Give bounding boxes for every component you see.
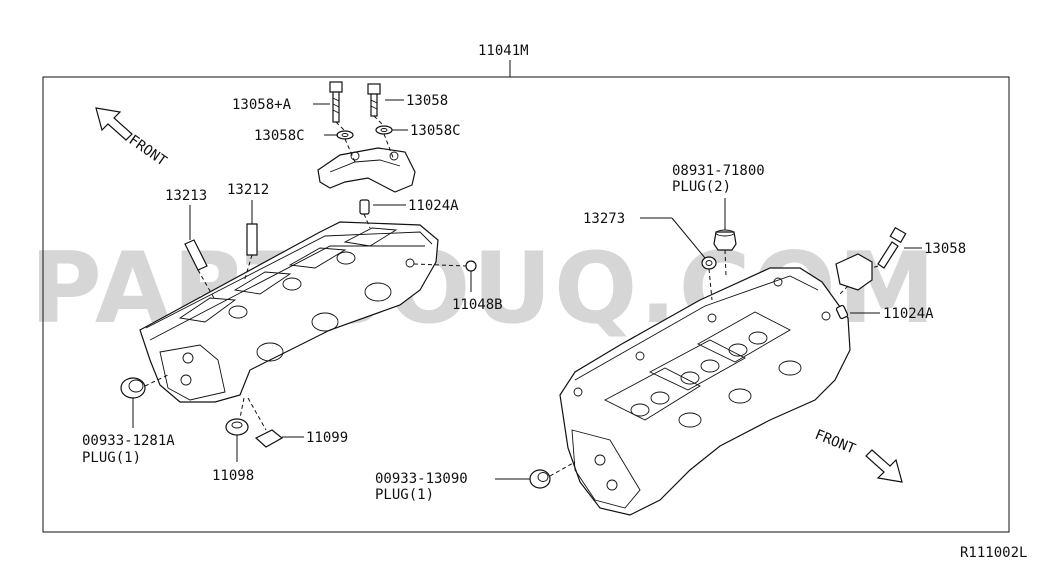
- washer-13058C-right: [375, 125, 393, 135]
- label-13058-right: 13058: [924, 241, 966, 257]
- label-13213: 13213: [165, 188, 207, 204]
- diagram-frame: [42, 76, 1010, 533]
- assembly-part-number: 11041M: [478, 43, 529, 59]
- bracket-right: [835, 253, 873, 291]
- front-label-left: FRONT: [126, 132, 170, 170]
- dowel-11024A-right: [835, 304, 849, 320]
- seal-11098: [225, 418, 249, 436]
- label-11048B: 11048B: [452, 297, 503, 313]
- bolt-13058A: [329, 81, 343, 123]
- label-13058C-left: 13058C: [254, 128, 305, 144]
- cam-bracket: [317, 147, 416, 193]
- label-11024A-right: 11024A: [883, 306, 934, 322]
- figure-code: R111002L: [960, 545, 1027, 561]
- tube-13213: [184, 239, 208, 271]
- front-label-right: FRONT: [813, 427, 859, 458]
- label-11099: 11099: [306, 430, 348, 446]
- label-08931-71800: 08931-71800: [672, 163, 765, 179]
- plug-00933-13090: [529, 469, 551, 489]
- front-arrow-right: [865, 449, 903, 483]
- label-00933-13090: 00933-13090: [375, 471, 468, 487]
- dowel-11024A-top: [359, 199, 370, 215]
- plug-00933-1281A: [120, 377, 146, 399]
- label-plug1-left: PLUG(1): [82, 450, 141, 466]
- bolt-13058-top: [367, 83, 381, 117]
- cap-11048B: [465, 260, 477, 272]
- label-plug1-right: PLUG(1): [375, 487, 434, 503]
- left-cylinder-head: [139, 221, 439, 403]
- label-13273: 13273: [583, 211, 625, 227]
- label-13058C-right: 13058C: [410, 123, 461, 139]
- label-13058A: 13058+A: [232, 97, 292, 113]
- label-13212: 13212: [227, 182, 269, 198]
- plug-08931-71800: [713, 229, 737, 251]
- tube-13212: [246, 223, 258, 256]
- right-cylinder-head: [559, 267, 851, 516]
- part-11099: [254, 429, 284, 448]
- label-plug2: PLUG(2): [672, 179, 731, 195]
- front-arrow-left: [95, 107, 133, 141]
- label-13058-top: 13058: [406, 93, 448, 109]
- washer-13273: [701, 256, 717, 270]
- bolt-13058-right: [877, 226, 907, 269]
- washer-13058C-left: [336, 130, 354, 140]
- label-11024A-top: 11024A: [408, 198, 459, 214]
- label-00933-1281A: 00933-1281A: [82, 433, 175, 449]
- label-11098: 11098: [212, 468, 254, 484]
- leader-lines: [132, 99, 922, 480]
